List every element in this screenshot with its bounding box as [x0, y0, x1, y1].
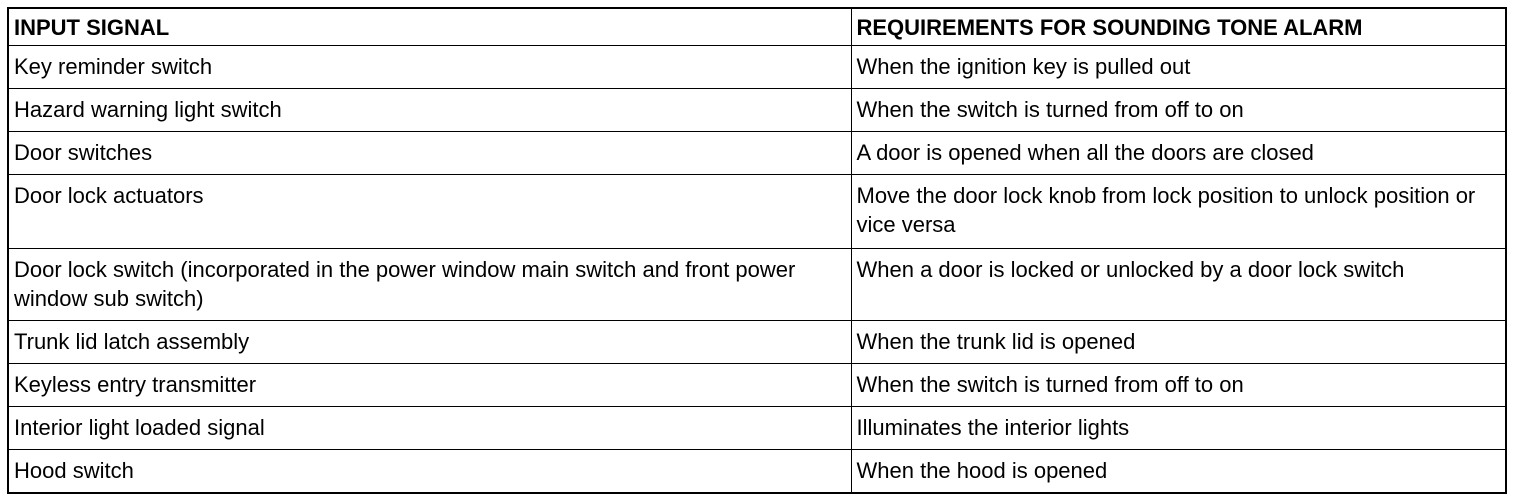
table-row: Door lock actuators Move the door lock k…: [7, 174, 1507, 249]
table-row: Door lock switch (incorporated in the po…: [7, 248, 1507, 321]
input-signal-cell: Door lock switch (incorporated in the po…: [7, 248, 852, 321]
requirement-cell: A door is opened when all the doors are …: [850, 131, 1507, 175]
requirement-cell: Illuminates the interior lights: [850, 406, 1507, 450]
requirement-cell: When the switch is turned from off to on: [850, 88, 1507, 132]
table-row: Keyless entry transmitter When the switc…: [7, 363, 1507, 407]
input-signal-cell: Key reminder switch: [7, 45, 852, 89]
header-input-signal: INPUT SIGNAL: [7, 7, 852, 46]
input-signal-cell: Hood switch: [7, 449, 852, 494]
header-requirements: REQUIREMENTS FOR SOUNDING TONE ALARM: [850, 7, 1507, 46]
requirement-cell: When a door is locked or unlocked by a d…: [850, 248, 1507, 321]
table-row: Hood switch When the hood is opened: [7, 449, 1507, 494]
input-signal-cell: Trunk lid latch assembly: [7, 320, 852, 364]
tone-alarm-table-container: INPUT SIGNAL REQUIREMENTS FOR SOUNDING T…: [7, 7, 1507, 494]
requirement-cell: Move the door lock knob from lock positi…: [850, 174, 1507, 249]
input-signal-cell: Keyless entry transmitter: [7, 363, 852, 407]
table-row: Door switches A door is opened when all …: [7, 131, 1507, 175]
tone-alarm-table: INPUT SIGNAL REQUIREMENTS FOR SOUNDING T…: [7, 7, 1507, 494]
requirement-cell: When the hood is opened: [850, 449, 1507, 494]
input-signal-cell: Door lock actuators: [7, 174, 852, 249]
table-row: Hazard warning light switch When the swi…: [7, 88, 1507, 132]
requirement-cell: When the switch is turned from off to on: [850, 363, 1507, 407]
input-signal-cell: Interior light loaded signal: [7, 406, 852, 450]
table-row: Interior light loaded signal Illuminates…: [7, 406, 1507, 450]
input-signal-cell: Door switches: [7, 131, 852, 175]
table-row: Key reminder switch When the ignition ke…: [7, 45, 1507, 89]
input-signal-cell: Hazard warning light switch: [7, 88, 852, 132]
requirement-cell: When the trunk lid is opened: [850, 320, 1507, 364]
header-row: INPUT SIGNAL REQUIREMENTS FOR SOUNDING T…: [7, 7, 1507, 46]
requirement-cell: When the ignition key is pulled out: [850, 45, 1507, 89]
table-row: Trunk lid latch assembly When the trunk …: [7, 320, 1507, 364]
